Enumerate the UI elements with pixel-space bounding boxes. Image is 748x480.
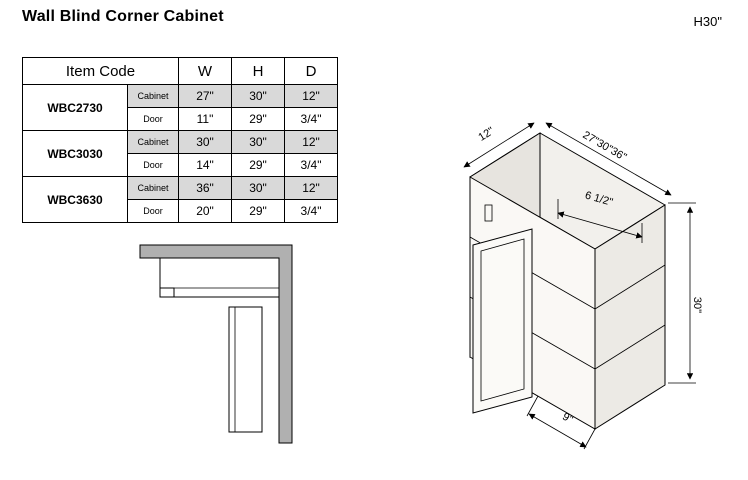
col-header-h: H xyxy=(231,57,285,85)
table-header-row: Item Code W H D xyxy=(22,57,338,85)
isometric-drawing: 12" 27"30"36" 6 1/2" 30" 9" xyxy=(463,122,703,450)
blind-cabinet-plan xyxy=(159,257,280,298)
shelf-line xyxy=(594,324,666,370)
door-end-plan xyxy=(159,287,175,298)
item-code: WBC3030 xyxy=(22,130,128,177)
height-dimension-label: 30" xyxy=(691,297,703,313)
cabinet-width: 36" xyxy=(178,176,232,200)
row-type-label: Cabinet xyxy=(127,176,179,200)
cabinet-height: 30" xyxy=(231,130,285,154)
row-type-label: Cabinet xyxy=(127,130,179,154)
cabinet-height: 30" xyxy=(231,84,285,108)
depth-dimension-line xyxy=(463,122,535,168)
table-row: WBC2730 Cabinet 27" 30" 12" xyxy=(22,84,338,131)
door-width: 11" xyxy=(178,107,232,131)
cabinet-door xyxy=(472,228,533,414)
door-depth: 3/4" xyxy=(284,107,338,131)
door-extension-line xyxy=(526,395,539,417)
door-width: 14" xyxy=(178,153,232,177)
height-label: H30" xyxy=(693,14,722,29)
wall-l-shape xyxy=(139,244,293,444)
cabinet-width: 27" xyxy=(178,84,232,108)
door-height: 29" xyxy=(231,153,285,177)
width-dimension-label: 27"30"36" xyxy=(581,129,629,164)
door-extension-line xyxy=(583,428,596,450)
plan-view-drawing xyxy=(139,244,293,444)
item-code: WBC2730 xyxy=(22,84,128,131)
row-type-label: Cabinet xyxy=(127,84,179,108)
door-dimension-line xyxy=(528,413,587,448)
door-height: 29" xyxy=(231,107,285,131)
cabinet-depth: 12" xyxy=(284,84,338,108)
col-header-w: W xyxy=(178,57,232,85)
cabinet-depth: 12" xyxy=(284,176,338,200)
door-panel-inset xyxy=(480,238,525,402)
table-row: WBC3030 Cabinet 30" 30" 12" xyxy=(22,130,338,177)
door-height: 29" xyxy=(231,199,285,223)
door-depth: 3/4" xyxy=(284,153,338,177)
cabinet-width: 30" xyxy=(178,130,232,154)
adjacent-cabinet-plan xyxy=(228,306,263,433)
item-code: WBC3630 xyxy=(22,176,128,223)
door-width: 20" xyxy=(178,199,232,223)
row-type-label: Door xyxy=(127,199,179,223)
spec-table: Item Code W H D WBC2730 Cabinet 27" 30" … xyxy=(22,57,338,223)
hinge-detail xyxy=(484,204,493,222)
col-header-item-code: Item Code xyxy=(22,57,179,85)
door-depth: 3/4" xyxy=(284,199,338,223)
cabinet-height: 30" xyxy=(231,176,285,200)
row-type-label: Door xyxy=(127,107,179,131)
depth-dimension-label: 12" xyxy=(476,125,496,144)
table-row: Door 20" 29" 3/4" xyxy=(23,199,338,223)
table-row: WBC3630 Cabinet 36" 30" 12" xyxy=(22,176,338,223)
page-title: Wall Blind Corner Cabinet xyxy=(22,8,224,25)
row-type-label: Door xyxy=(127,153,179,177)
width-dimension-line xyxy=(545,122,672,196)
table-row: Door 14" 29" 3/4" xyxy=(23,153,338,177)
blind-dimension-line xyxy=(557,211,643,239)
cabinet-depth: 12" xyxy=(284,130,338,154)
col-header-d: D xyxy=(284,57,338,85)
shelf-line xyxy=(594,264,666,310)
